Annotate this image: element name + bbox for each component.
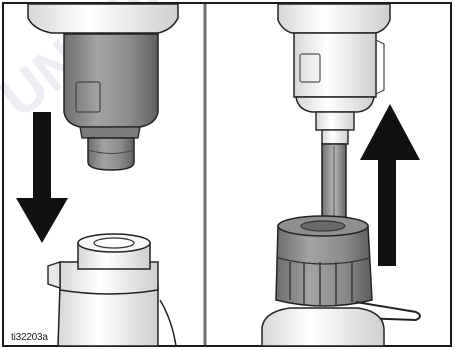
nozzle-tip-left xyxy=(88,138,134,170)
side-tab-left xyxy=(48,262,60,288)
handle-top-left xyxy=(28,4,178,33)
bottle-neck-left xyxy=(58,286,158,346)
neck-step-1 xyxy=(296,97,374,112)
neck-step-2 xyxy=(316,112,354,130)
body-step-left xyxy=(80,127,140,138)
dark-body-left xyxy=(64,34,158,127)
bottle-right xyxy=(262,308,384,346)
figure-id-label: ti32203a xyxy=(11,332,48,343)
right-panel xyxy=(262,4,420,346)
handle-top-right xyxy=(278,4,390,33)
cap-opening-inner xyxy=(94,238,134,248)
threaded-section-right xyxy=(294,33,376,97)
bottle-body-curve xyxy=(160,300,176,346)
down-arrow xyxy=(16,112,68,243)
neck-step-3 xyxy=(322,130,348,144)
